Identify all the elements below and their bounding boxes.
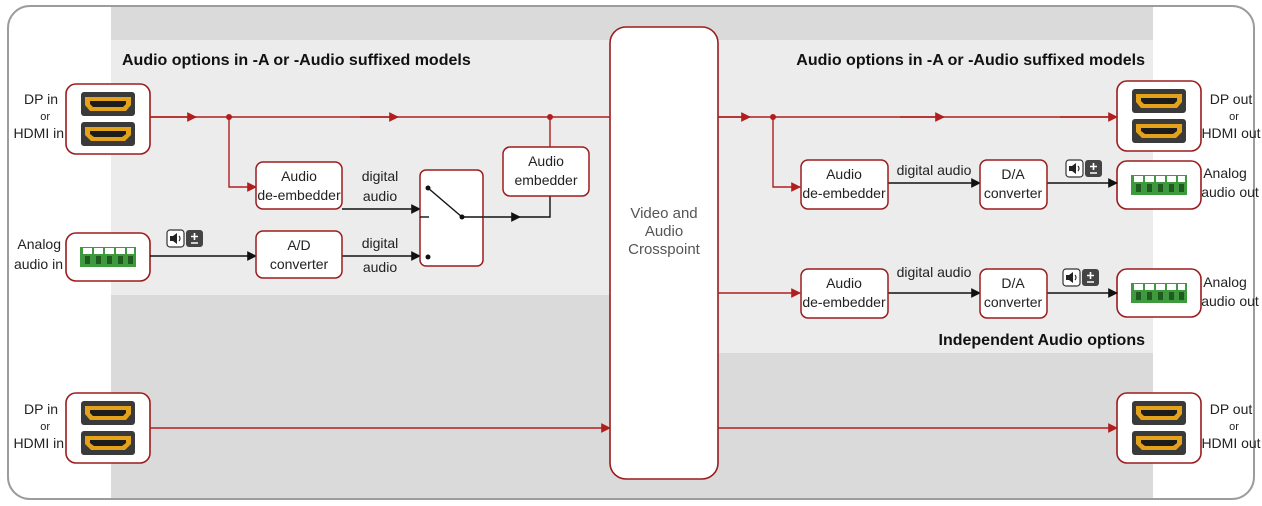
video-audio-crosspoint: Video and Audio Crosspoint [609, 26, 719, 480]
output-bottom-label-line1: DP out [1210, 401, 1253, 417]
da-converter-1-block: D/A converter [979, 159, 1048, 210]
audio-options-header-right: Audio options in -A or -Audio suffixed m… [796, 52, 1145, 69]
de-embedder-out1-line1: Audio [826, 166, 862, 182]
da-converter2-line2: converter [984, 294, 1043, 310]
audio-de-embedder-output-1-block: Audio de-embedder [800, 159, 889, 210]
analog-in-label-line2: audio in [14, 256, 63, 272]
hdmi-dp-input-top-icon [65, 83, 151, 155]
output-top-label-line1: DP out [1210, 91, 1253, 107]
audio-signal-lines [150, 178, 1118, 298]
embedder-line1: Audio [528, 153, 564, 169]
ad-converter-line1: A/D [287, 237, 310, 253]
de-embedder-in-line2: de-embedder [257, 187, 341, 203]
audio-de-embedder-output-2-block: Audio de-embedder [800, 268, 889, 319]
analog-out-2-label-line1: Analog [1203, 274, 1247, 290]
crosspoint-label-line3: Crosspoint [628, 241, 701, 258]
independent-audio-header: Independent Audio options [939, 332, 1146, 349]
ad-converter-block: A/D converter [255, 230, 343, 279]
da-converter1-line1: D/A [1001, 166, 1025, 182]
input-top-label-line3: HDMI in [13, 125, 64, 141]
digital-audio-label-out-1: digital audio [897, 162, 972, 178]
analog-out-1-label-line2: audio out [1201, 184, 1259, 200]
digital-audio-label-b-line2: audio [363, 259, 397, 275]
audio-options-header-left: Audio options in -A or -Audio suffixed m… [122, 52, 471, 69]
ad-converter-line2: converter [270, 256, 329, 272]
hdmi-dp-output-bottom-icon [1116, 392, 1202, 464]
analog-out-2-label-line2: audio out [1201, 293, 1259, 309]
output-top-label-line2: or [1229, 111, 1239, 123]
analog-in-label-line1: Analog [17, 236, 61, 252]
input-top-label-line1: DP in [24, 91, 58, 107]
output-bottom-label-line3: HDMI out [1201, 435, 1260, 451]
digital-audio-label-out-2: digital audio [897, 264, 972, 280]
hdmi-dp-input-bottom-icon [65, 392, 151, 464]
digital-audio-label-b-line1: digital [362, 235, 399, 251]
de-embedder-out2-line1: Audio [826, 275, 862, 291]
analog-out-1-label-line1: Analog [1203, 165, 1247, 181]
audio-input-switch [419, 169, 484, 267]
digital-audio-label-a-line1: digital [362, 168, 399, 184]
input-top-label-line2: or [40, 111, 50, 123]
terminal-block-output-2-icon [1116, 268, 1202, 318]
input-bottom-label-line3: HDMI in [13, 435, 64, 451]
digital-audio-label-a-line2: audio [363, 188, 397, 204]
audio-de-embedder-input-block: Audio de-embedder [255, 161, 343, 210]
crosspoint-label-line2: Audio [645, 223, 683, 240]
da-converter1-line2: converter [984, 185, 1043, 201]
input-bottom-label-line1: DP in [24, 401, 58, 417]
output-top-label-line3: HDMI out [1201, 125, 1260, 141]
audio-embedder-block: Audio embedder [502, 146, 590, 197]
de-embedder-out1-line2: de-embedder [802, 185, 886, 201]
hdmi-dp-output-top-icon [1116, 80, 1202, 152]
embedder-line2: embedder [514, 172, 577, 188]
da-converter-2-block: D/A converter [979, 268, 1048, 319]
terminal-block-output-1-icon [1116, 160, 1202, 210]
output-bottom-label-line2: or [1229, 421, 1239, 433]
de-embedder-in-line1: Audio [281, 168, 317, 184]
terminal-block-input-icon [65, 232, 151, 282]
input-bottom-label-line2: or [40, 421, 50, 433]
crosspoint-label-line1: Video and [630, 205, 697, 222]
de-embedder-out2-line2: de-embedder [802, 294, 886, 310]
da-converter2-line1: D/A [1001, 275, 1025, 291]
